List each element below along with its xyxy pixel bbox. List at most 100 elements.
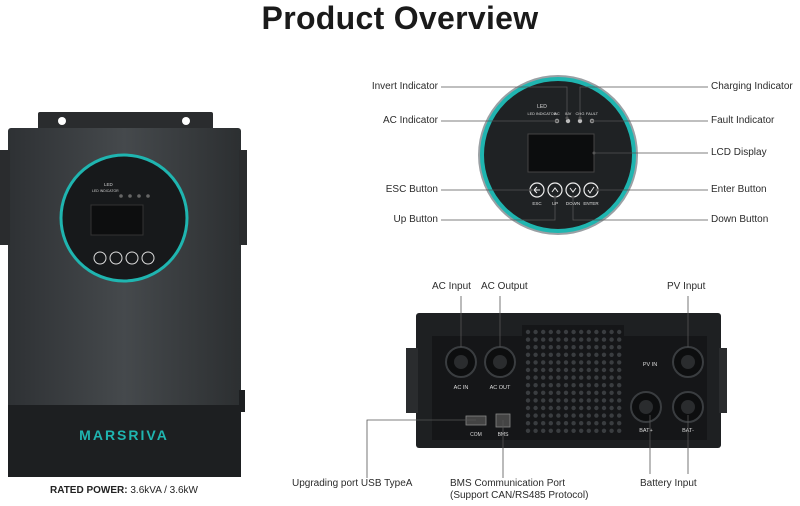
vent-hole — [525, 329, 531, 335]
vent-hole — [579, 337, 584, 342]
vent-hole — [556, 405, 561, 411]
vent-hole — [533, 337, 538, 342]
vent-hole — [594, 390, 599, 395]
vent-hole — [525, 413, 531, 418]
inverter-base — [8, 405, 241, 477]
closeup-lcd — [527, 133, 595, 173]
vent-hole — [617, 405, 622, 411]
vent-hole — [617, 413, 622, 418]
vent-hole — [609, 337, 614, 342]
vent-hole — [525, 352, 531, 357]
vent-hole — [609, 360, 614, 365]
vent-hole — [617, 398, 622, 403]
vent-hole — [533, 405, 538, 411]
vent-hole — [556, 398, 561, 403]
vent-hole — [617, 375, 622, 380]
closeup-led-inv — [565, 118, 571, 124]
usb-port — [465, 415, 487, 426]
front-down-button — [125, 251, 139, 265]
vent-hole — [548, 367, 553, 373]
vent-hole — [533, 390, 538, 395]
vent-hole — [579, 367, 584, 373]
vent-hole — [571, 390, 576, 395]
ac-input-label: AC Input — [432, 281, 471, 292]
vent-hole — [609, 405, 614, 411]
rated-power-value: 3.6kVA / 3.6kW — [130, 485, 198, 496]
enter-check-icon — [587, 186, 595, 194]
vent-hole — [548, 352, 553, 357]
vent-hole — [601, 413, 607, 418]
vent-hole — [556, 375, 561, 380]
vent-hole — [541, 398, 546, 403]
vent-hole — [563, 428, 569, 433]
vent-hole — [563, 367, 569, 373]
vent-hole — [609, 428, 614, 433]
vent-hole — [548, 398, 553, 403]
vent-hole — [533, 398, 538, 403]
lcd-display-label: LCD Display — [711, 147, 767, 158]
vent-hole — [563, 337, 569, 342]
vent-hole — [563, 413, 569, 418]
side-rib-left — [0, 150, 10, 245]
vent-hole — [594, 345, 599, 350]
vent-hole — [586, 421, 591, 426]
line-up — [441, 197, 556, 221]
closeup-enter-label: ENTER — [583, 201, 599, 206]
vent-hole — [548, 413, 553, 418]
mount-hole-left — [58, 117, 66, 125]
vent-hole — [556, 428, 561, 433]
vent-hole — [579, 398, 584, 403]
vent-hole — [541, 390, 546, 395]
ac-indicator-label: AC Indicator — [382, 115, 438, 126]
vent-hole — [533, 413, 538, 418]
vent-hole — [556, 352, 561, 357]
vent-hole — [548, 337, 553, 342]
vent-hole — [571, 405, 576, 411]
vent-hole — [586, 383, 591, 388]
vent-hole — [579, 352, 584, 357]
display-closeup: LED LED INDICATOR AC INV CHG FAULT ESC U… — [478, 75, 638, 235]
vent-hole — [533, 345, 538, 350]
fault-indicator-label: Fault Indicator — [711, 115, 775, 126]
vent-hole — [571, 329, 576, 335]
vent-hole — [556, 383, 561, 388]
vent-hole — [609, 383, 614, 388]
vent-hole — [563, 360, 569, 365]
vent-hole — [525, 421, 531, 426]
vent-hole — [563, 405, 569, 411]
vent-hole — [548, 390, 553, 395]
front-led-ac — [119, 194, 123, 198]
vent-hole — [556, 337, 561, 342]
vent-hole — [548, 345, 553, 350]
vent-hole — [571, 367, 576, 373]
bat-plus-label: BAT+ — [639, 428, 653, 434]
vent-hole — [556, 360, 561, 365]
vent-hole — [617, 345, 622, 350]
vent-hole — [571, 428, 576, 433]
vent-hole — [579, 375, 584, 380]
vent-hole — [548, 360, 553, 365]
vent-hole — [586, 413, 591, 418]
vent-hole — [533, 421, 538, 426]
display-callout-dots — [529, 116, 599, 199]
vent-hole — [533, 383, 538, 388]
vent-hole — [586, 405, 591, 411]
vent-hole — [579, 413, 584, 418]
vent-hole — [541, 360, 546, 365]
vent-hole — [617, 329, 622, 335]
vent-hole — [601, 337, 607, 342]
vent-hole — [556, 345, 561, 350]
vent-hole — [541, 421, 546, 426]
vent-hole — [571, 375, 576, 380]
vent-hole — [541, 345, 546, 350]
vent-hole — [556, 390, 561, 395]
vent-hole — [571, 398, 576, 403]
vent-hole — [533, 352, 538, 357]
vent-hole — [541, 428, 546, 433]
vent-hole — [571, 337, 576, 342]
vent-hole — [525, 428, 531, 433]
vent-hole — [601, 390, 607, 395]
vent-hole — [594, 383, 599, 388]
vent-hole — [601, 352, 607, 357]
